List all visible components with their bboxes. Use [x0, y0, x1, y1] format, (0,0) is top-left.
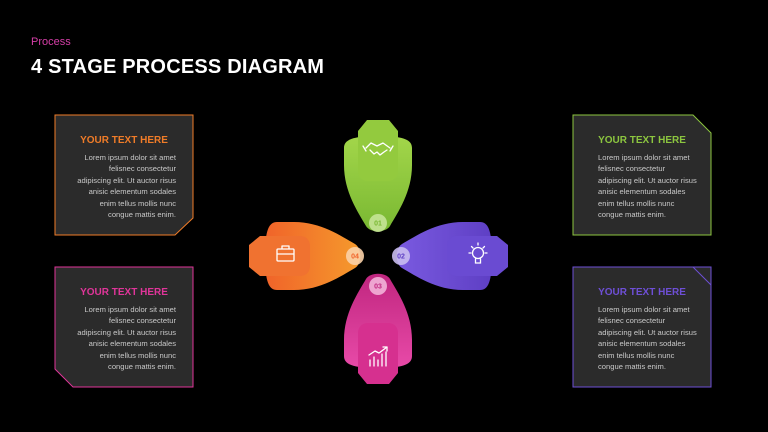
- stage-number: 03: [374, 284, 382, 291]
- text-card-top-left: YOUR TEXT HERE Lorem ipsum dolor sit ame…: [54, 114, 194, 236]
- card-frame: [54, 266, 194, 388]
- card-heading: YOUR TEXT HERE: [598, 135, 686, 146]
- briefcase-icon: [276, 245, 295, 262]
- stage-01-petal: 01: [344, 120, 412, 232]
- stage-02-petal: 02: [392, 222, 508, 290]
- stage-number: 01: [374, 221, 382, 228]
- chart-growth-icon: [368, 346, 388, 367]
- card-body-text: Lorem ipsum dolor sit amet felisnec cons…: [77, 153, 176, 220]
- stage-number: 04: [351, 254, 359, 261]
- lightbulb-icon: [468, 242, 488, 264]
- card-heading: YOUR TEXT HERE: [598, 287, 686, 298]
- card-frame: [572, 114, 712, 236]
- card-heading: YOUR TEXT HERE: [80, 287, 168, 298]
- card-body-text: Lorem ipsum dolor sit amet felisnec cons…: [598, 305, 697, 372]
- card-heading: YOUR TEXT HERE: [80, 135, 168, 146]
- stage-03-petal: 03: [344, 273, 412, 384]
- text-card-bottom-right: YOUR TEXT HERE Lorem ipsum dolor sit ame…: [572, 266, 712, 388]
- section-label: Process: [31, 36, 71, 48]
- text-card-top-right: YOUR TEXT HERE Lorem ipsum dolor sit ame…: [572, 114, 712, 236]
- card-frame: [54, 114, 194, 236]
- text-card-bottom-left: YOUR TEXT HERE Lorem ipsum dolor sit ame…: [54, 266, 194, 388]
- handshake-icon: [362, 142, 394, 156]
- page-title: 4 STAGE PROCESS DIAGRAM: [31, 56, 325, 78]
- card-body-text: Lorem ipsum dolor sit amet felisnec cons…: [77, 305, 176, 372]
- card-body-text: Lorem ipsum dolor sit amet felisnec cons…: [598, 153, 697, 220]
- stage-number: 02: [397, 254, 405, 261]
- card-frame: [572, 266, 712, 388]
- stage-04-petal: 04: [249, 222, 364, 290]
